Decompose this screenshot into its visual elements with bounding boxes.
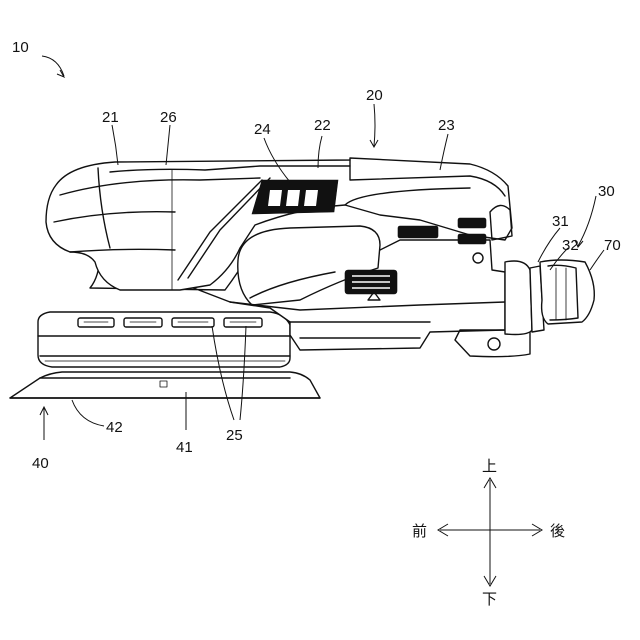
ref-22: 22	[314, 117, 331, 134]
ref-24: 24	[254, 121, 271, 138]
ref-25: 25	[226, 427, 243, 444]
dust-port	[505, 260, 594, 335]
ref-23: 23	[438, 117, 455, 134]
ref-10: 10	[12, 39, 29, 56]
ref-26: 26	[160, 109, 177, 126]
direction-up-label: 上	[482, 457, 497, 475]
sanding-pad	[10, 372, 320, 398]
direction-front-label: 前	[412, 522, 427, 540]
ref-41: 41	[176, 439, 193, 456]
direction-down-label: 下	[482, 590, 497, 608]
ref-70: 70	[604, 237, 621, 254]
direction-indicator: 上 下 前 後	[412, 457, 565, 608]
ref-40: 40	[32, 455, 49, 472]
ref-32: 32	[562, 237, 579, 254]
direction-rear-label: 後	[550, 522, 565, 540]
ref-42: 42	[106, 419, 123, 436]
ref-21: 21	[102, 109, 119, 126]
ref-30: 30	[598, 183, 615, 200]
ref-31: 31	[552, 213, 569, 230]
ref-20: 20	[366, 87, 383, 104]
